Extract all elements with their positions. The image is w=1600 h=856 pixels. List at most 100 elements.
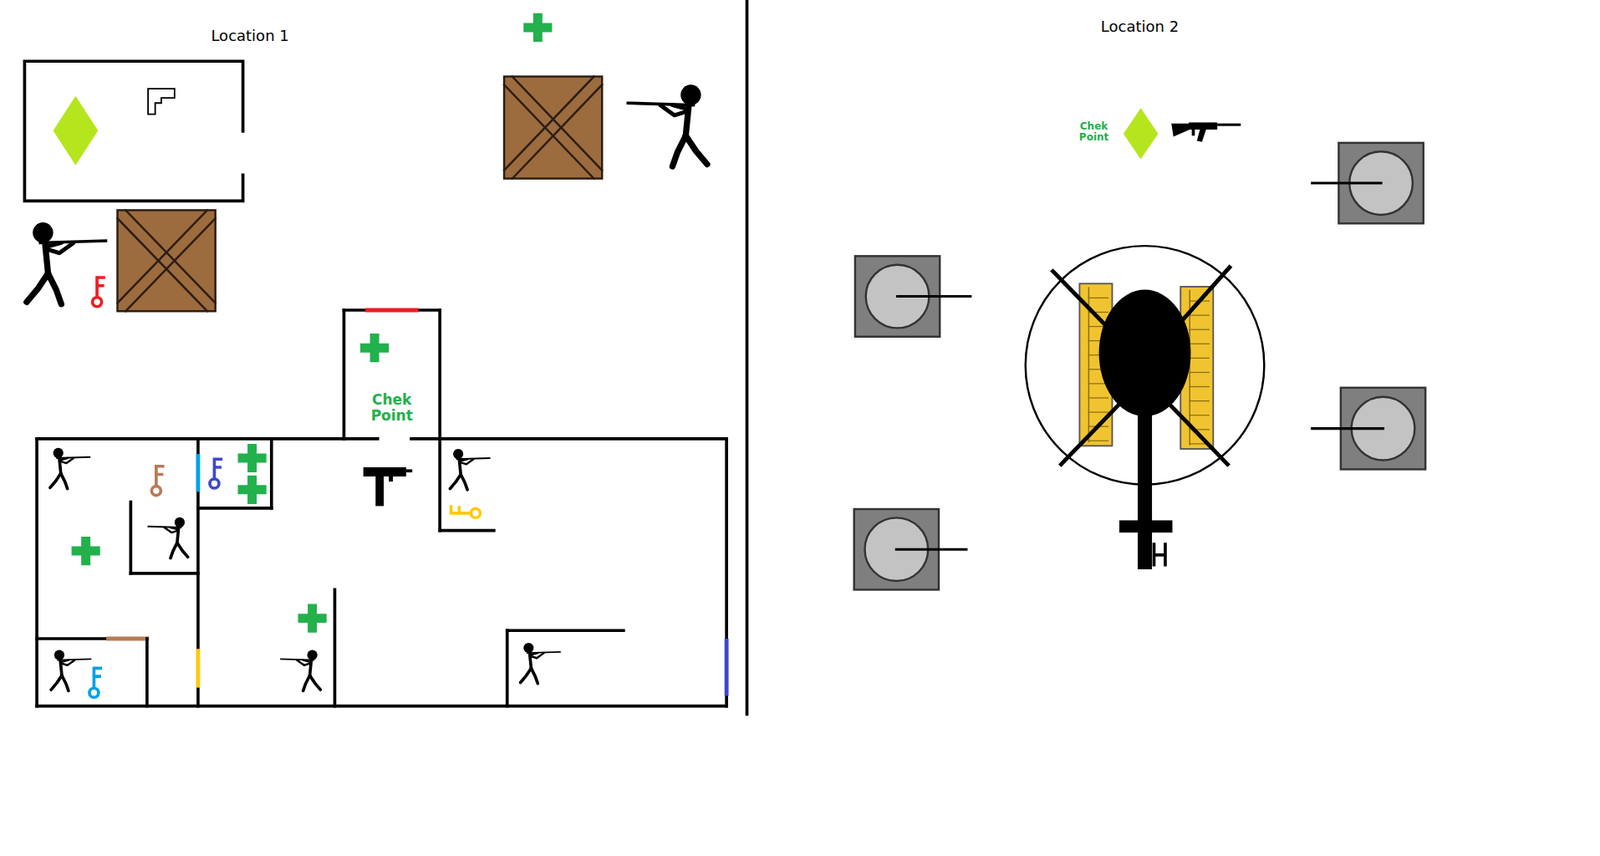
soldier-head <box>32 222 53 243</box>
wall <box>270 438 274 509</box>
key-shaft <box>214 458 223 479</box>
crate-body <box>117 209 215 311</box>
turret-barrel <box>1312 427 1384 430</box>
location-2-map <box>854 107 1426 590</box>
rifle-magazine <box>1197 129 1207 143</box>
crate <box>504 76 602 179</box>
wall <box>505 630 510 706</box>
broken-mark <box>1168 402 1229 464</box>
soldier-leg <box>685 135 708 164</box>
turret-barrel <box>897 295 971 298</box>
crate <box>117 209 215 311</box>
soldier-rifle <box>56 457 91 459</box>
wall <box>129 501 133 573</box>
wall <box>145 638 149 707</box>
skid-rung <box>1088 440 1108 442</box>
wall <box>36 437 344 441</box>
checkpoint-label: Chek Point <box>1079 121 1109 145</box>
health-pack <box>238 443 267 473</box>
wall <box>343 437 378 441</box>
health-pack <box>298 604 327 633</box>
uzi-trigger <box>388 475 393 482</box>
soldier-head <box>453 448 464 459</box>
uzi-grip <box>375 475 384 507</box>
skid-rung <box>1088 411 1108 413</box>
soldier-leg <box>672 135 686 167</box>
crate-plank <box>125 209 215 303</box>
soldier-head <box>53 448 64 459</box>
crate-plank <box>125 218 215 311</box>
soldier-leg <box>303 675 311 691</box>
spawn-diamond <box>1123 107 1158 159</box>
soldier-arm <box>60 458 74 464</box>
turret <box>1312 387 1426 470</box>
uzi-pickup <box>363 467 413 506</box>
skid-rung <box>1189 371 1209 373</box>
location-title: Location 1 <box>210 26 289 45</box>
light-blue-door <box>195 456 200 490</box>
wall <box>439 437 727 441</box>
enemy-soldier <box>280 649 321 691</box>
soldier-leg <box>50 473 62 488</box>
location-1-map <box>24 13 727 707</box>
dark-blue-door <box>724 640 729 693</box>
crate-plank <box>117 218 207 311</box>
door-key <box>151 466 164 496</box>
crate-plank <box>504 76 594 171</box>
pistol-pickup <box>147 88 175 115</box>
soldier-leg <box>61 675 69 691</box>
soldier-head <box>680 84 701 105</box>
wall <box>343 308 440 312</box>
crate-body <box>504 76 602 179</box>
turret-barrel <box>896 548 967 551</box>
location-divider <box>745 0 750 714</box>
room-wall <box>24 61 243 201</box>
soldier-rifle <box>526 652 561 653</box>
enemy-soldier <box>449 448 490 490</box>
checkpoint-room: Chek Point <box>346 312 438 437</box>
wall <box>411 437 440 441</box>
soldier-leg <box>26 273 49 302</box>
red-door <box>367 308 418 313</box>
rifle-stock <box>1171 123 1190 138</box>
wall <box>130 571 199 576</box>
rifle-receiver <box>1188 122 1218 130</box>
crate-plank <box>504 84 594 179</box>
enemy-soldier <box>520 642 561 684</box>
enemy-soldier <box>626 84 708 167</box>
tail-fin <box>1154 542 1166 566</box>
rifle-barrel <box>1217 123 1241 127</box>
key-shaft <box>451 504 472 514</box>
helicopter-body <box>1099 290 1192 417</box>
turret <box>855 255 971 337</box>
key-shaft <box>96 277 106 298</box>
health-pack <box>360 333 389 362</box>
skid-rung <box>1088 397 1108 398</box>
health-pack <box>71 536 101 566</box>
soldier-head <box>54 649 65 660</box>
soldier-arm <box>164 527 179 533</box>
soldier-rifle <box>456 458 491 459</box>
soldier-leg <box>460 474 468 490</box>
key-shaft <box>156 466 165 487</box>
soldier-leg <box>50 675 62 690</box>
enemy-soldier <box>147 517 188 559</box>
door-key <box>451 504 481 518</box>
enemy-soldier <box>50 649 92 691</box>
uzi-barrel <box>406 468 413 473</box>
enemy-soldier <box>50 448 91 490</box>
enemy-soldier <box>26 222 108 305</box>
soldier-rifle <box>280 658 315 660</box>
spawn-diamond <box>53 96 99 166</box>
checkpoint-label: Chek Point <box>371 392 413 425</box>
key-shaft <box>93 667 102 688</box>
rifle-grip <box>1192 129 1196 136</box>
brown-door <box>108 636 148 642</box>
soldier-leg <box>61 473 68 489</box>
key-ring <box>92 297 102 307</box>
wall <box>439 529 495 533</box>
soldier-leg <box>170 542 178 558</box>
key-ring <box>151 486 161 496</box>
wall <box>507 628 624 632</box>
